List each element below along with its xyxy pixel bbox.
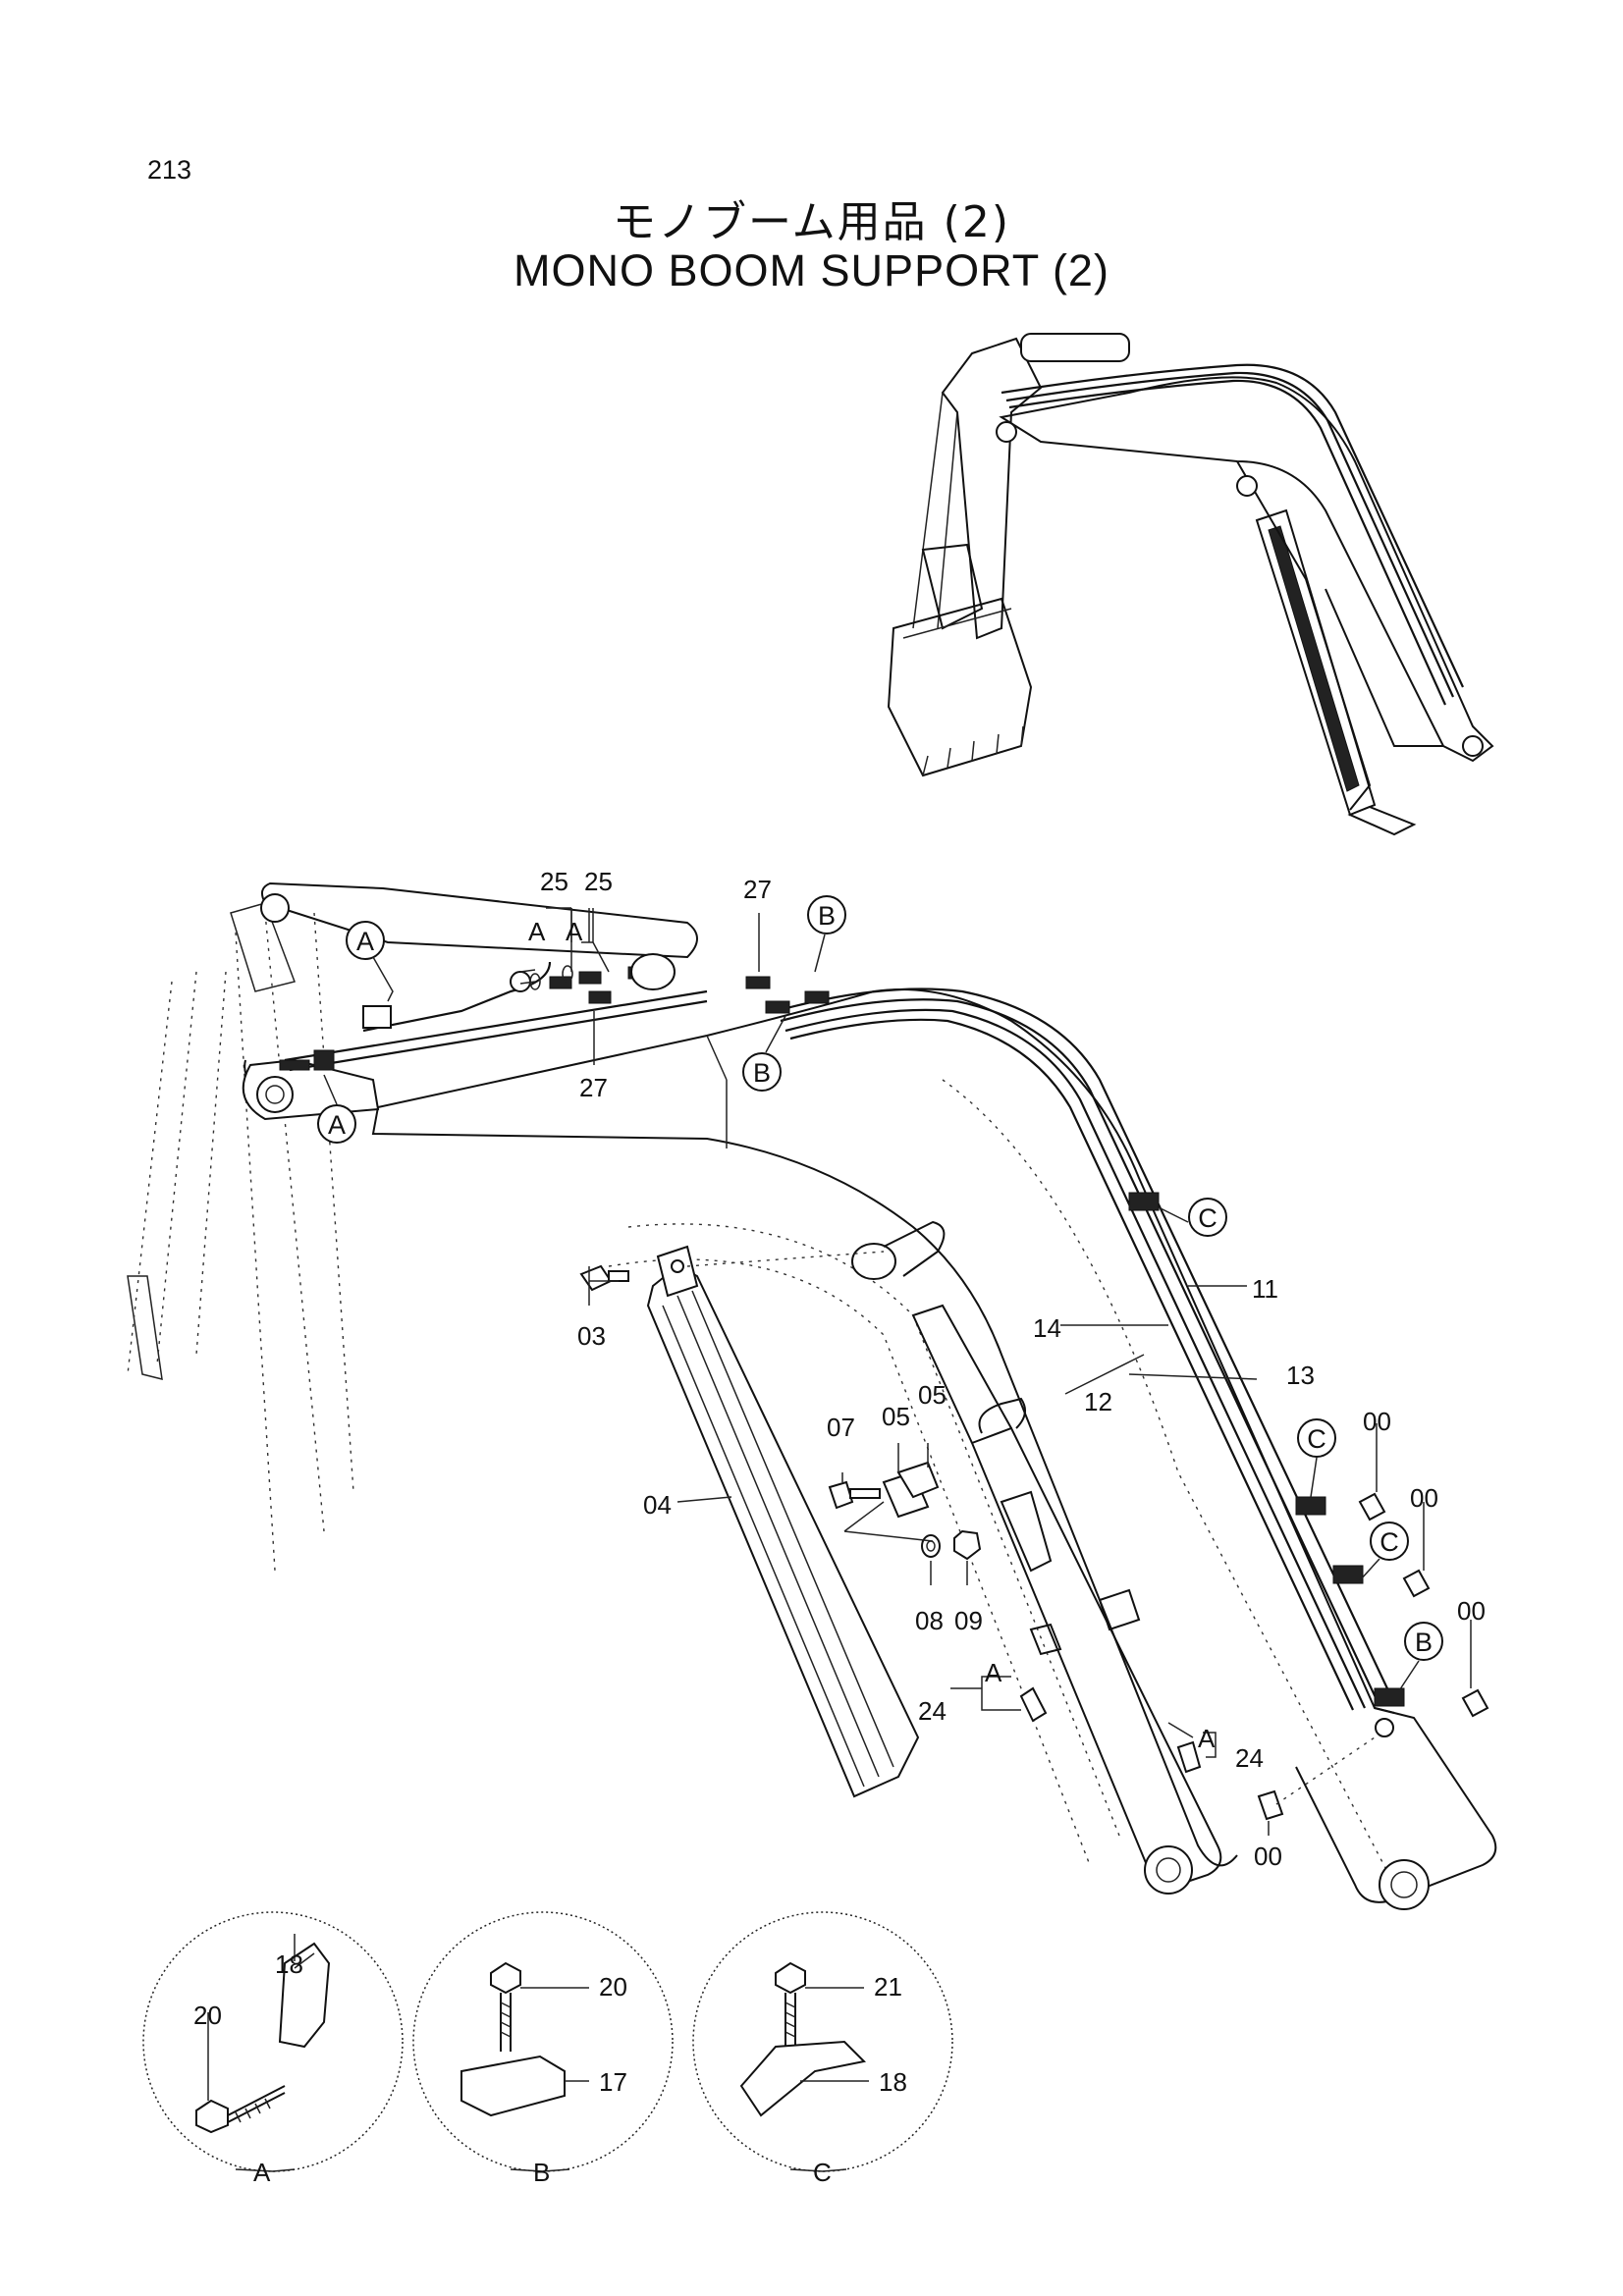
part-label-05-right: 05	[918, 1380, 947, 1410]
callout-a-tag-25-right: A	[566, 917, 583, 946]
callout-b-upper: B	[818, 901, 836, 931]
overview-machine-illustration	[887, 333, 1494, 836]
boom-guard-plate	[646, 1245, 920, 1798]
part-label-00-b: 00	[1410, 1483, 1438, 1513]
part-label-07: 07	[827, 1413, 855, 1442]
detail-b-part-20: 20	[599, 1972, 627, 2002]
detail-view-b	[412, 1911, 674, 2172]
detail-view-a	[142, 1911, 404, 2172]
hydraulic-hoses	[279, 953, 1405, 1737]
part-label-08: 08	[915, 1606, 944, 1635]
part-label-09: 09	[954, 1606, 983, 1635]
page-title-english: MONO BOOM SUPPORT (2)	[514, 245, 1109, 295]
part-label-00-c: 00	[1457, 1596, 1486, 1626]
detail-a-part-20: 20	[193, 2001, 222, 2030]
detail-c-view-label: C	[813, 2158, 832, 2187]
part-label-05-left: 05	[882, 1402, 910, 1431]
part-label-25-left: 25	[540, 867, 568, 896]
page-title-japanese: モノブーム用品 (2)	[613, 197, 1010, 247]
part-label-04: 04	[643, 1490, 672, 1520]
part-label-00-a: 00	[1363, 1407, 1391, 1436]
part-label-13: 13	[1286, 1361, 1315, 1390]
main-boom-illustration	[127, 881, 1497, 1910]
callout-a-tag-24-left: A	[985, 1658, 1002, 1687]
detail-b-part-17: 17	[599, 2067, 627, 2097]
detail-c-part-21: 21	[874, 1972, 902, 2002]
part-label-27-top: 27	[743, 875, 772, 904]
detail-c-part-18: 18	[879, 2067, 907, 2097]
callout-a-lower: A	[328, 1110, 346, 1140]
callout-a-tag-24-right: A	[1198, 1724, 1216, 1753]
callout-a-upper: A	[356, 927, 374, 956]
part-label-27-bottom: 27	[579, 1073, 608, 1102]
detail-a-part-18: 18	[275, 1949, 303, 1979]
callout-c-top: C	[1198, 1203, 1217, 1233]
detail-b-view-label: B	[533, 2158, 550, 2187]
part-label-25-right: 25	[584, 867, 613, 896]
part-label-14: 14	[1033, 1313, 1061, 1343]
loose-hardware	[519, 965, 1489, 1821]
part-label-11: 11	[1252, 1274, 1278, 1304]
detail-a-view-label: A	[253, 2158, 271, 2187]
part-label-12: 12	[1084, 1387, 1112, 1416]
callout-b-right: B	[1415, 1628, 1433, 1657]
callout-markers	[317, 895, 1443, 1699]
part-label-03: 03	[577, 1321, 606, 1351]
part-label-24-left: 24	[918, 1696, 947, 1726]
callout-c-lower: C	[1380, 1527, 1399, 1557]
detail-view-c	[692, 1911, 953, 2172]
part-label-24-right: 24	[1235, 1743, 1264, 1773]
callout-c-mid: C	[1307, 1424, 1326, 1454]
callout-b-lower: B	[753, 1058, 771, 1088]
leader-lines	[546, 907, 1472, 1836]
page-number: 213	[147, 155, 192, 185]
part-label-00-d: 00	[1254, 1842, 1282, 1871]
callout-a-tag-25-left: A	[528, 917, 546, 946]
